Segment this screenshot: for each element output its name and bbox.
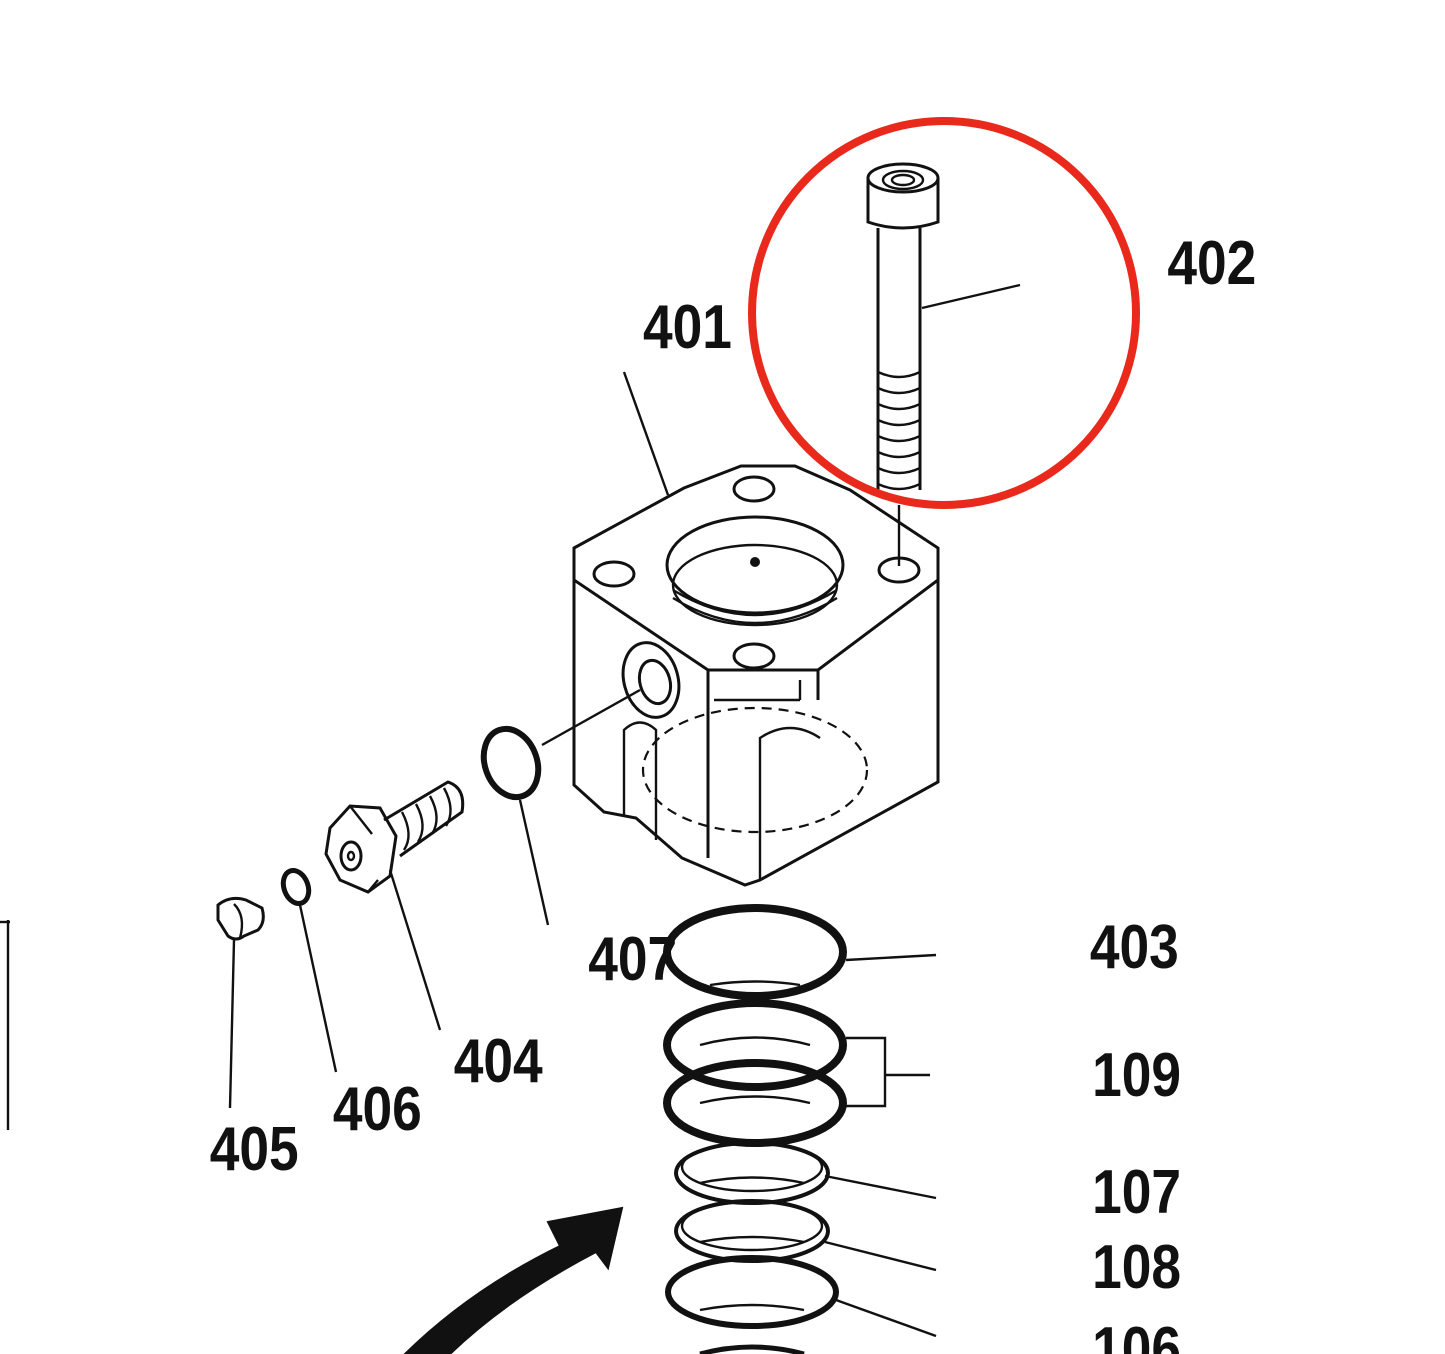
plug-404 xyxy=(324,780,465,1031)
label-406: 406 xyxy=(333,1075,422,1144)
left-edge-fragment xyxy=(0,920,10,1130)
label-109: 109 xyxy=(1092,1041,1181,1110)
leader-106 xyxy=(835,1298,937,1338)
label-108: 108 xyxy=(1092,1233,1181,1302)
label-405: 405 xyxy=(210,1115,299,1184)
label-401: 401 xyxy=(643,293,732,362)
leader-405 xyxy=(228,939,236,1109)
ring-106 xyxy=(665,1255,937,1338)
ring-107 xyxy=(674,1141,937,1205)
arrow-indicator xyxy=(403,1206,624,1354)
label-404: 404 xyxy=(454,1027,543,1096)
o-ring-407 xyxy=(480,688,641,926)
leader-107 xyxy=(824,1174,937,1200)
ring-109 xyxy=(663,999,930,1147)
leader-402 xyxy=(921,283,1021,310)
leader-108 xyxy=(824,1240,937,1272)
label-107: 107 xyxy=(1092,1158,1181,1227)
label-106: 106 xyxy=(1092,1315,1181,1354)
leader-406 xyxy=(298,904,338,1073)
leader-407 xyxy=(518,799,550,926)
bolt-402 xyxy=(866,162,940,566)
label-402: 402 xyxy=(1167,229,1256,298)
ring-403 xyxy=(663,904,937,1000)
leader-403 xyxy=(845,953,937,962)
bracket-109 xyxy=(846,1036,887,1108)
leader-404 xyxy=(388,869,442,1031)
ring-partial-bottom xyxy=(699,1344,805,1354)
plug-405 xyxy=(216,896,265,1109)
label-407: 407 xyxy=(588,925,677,994)
housing-401 xyxy=(572,464,940,887)
highlight-circle xyxy=(748,117,1140,509)
leader-401 xyxy=(622,371,670,496)
label-403: 403 xyxy=(1090,913,1179,982)
o-ring-406 xyxy=(280,868,338,1073)
